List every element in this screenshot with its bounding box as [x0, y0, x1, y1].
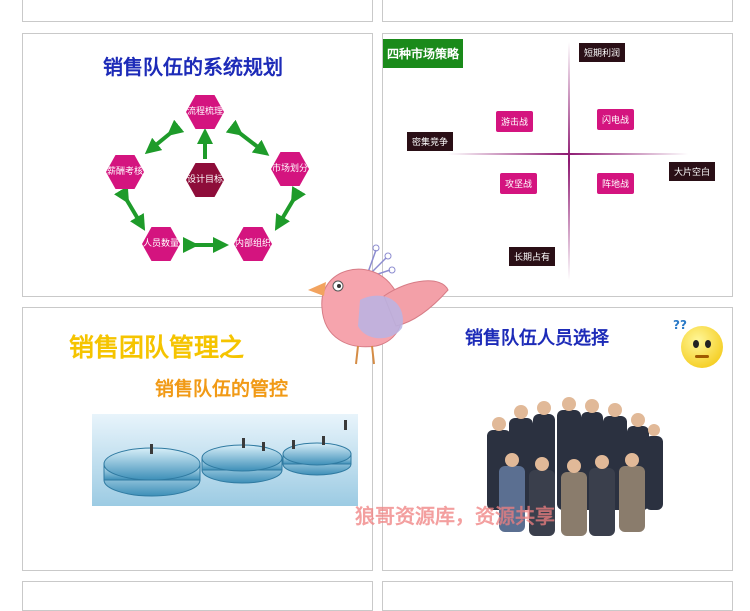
- slide-sales-team-planning[interactable]: 销售队伍的系统规划 流程梳理 市场划分 内部组织 人员数量 薪酬考核 设计目标: [22, 33, 373, 297]
- cycle-arrows: [114, 119, 306, 253]
- slide-partial-bottom-left: [22, 581, 373, 611]
- strategy-header: 四种市场策略: [383, 39, 464, 68]
- bird-mascot-logo: [308, 244, 449, 365]
- arrow-top-right: [225, 119, 270, 156]
- label-short-term-profit: 短期利润: [579, 43, 626, 62]
- horizontal-axis: [448, 153, 688, 155]
- label-intense-competition: 密集竞争: [407, 132, 454, 151]
- title-line-2: 销售队伍的管控: [155, 378, 289, 400]
- thinking-face-icon: ??: [673, 318, 723, 368]
- quadrant-position: 阵地战: [597, 173, 635, 194]
- question-marks: ??: [673, 318, 687, 332]
- slide-title: 销售队伍人员选择: [465, 328, 609, 349]
- arrow-left-bottom: [114, 186, 146, 231]
- team-circle-photo: [487, 397, 663, 536]
- label-blank-space: 大片空白: [669, 162, 716, 181]
- quadrant-siege: 攻坚战: [500, 173, 538, 194]
- slide-title: 销售队伍的系统规划: [103, 55, 283, 79]
- title-line-1: 销售团队管理之: [69, 333, 245, 362]
- arrow-right-bottom: [274, 186, 306, 231]
- strategy-axes: [448, 42, 688, 280]
- quadrant-blitz: 闪电战: [597, 109, 635, 130]
- slide-sales-team-management[interactable]: 销售团队管理之 销售队伍的管控: [22, 307, 373, 571]
- slide-market-strategy[interactable]: 四种市场策略 短期利润 密集竞争 大片空白 长期占有 游击战 闪电战 攻坚战 阵…: [382, 33, 733, 297]
- label-long-term-hold: 长期占有: [509, 247, 556, 266]
- gears-image: [92, 414, 358, 506]
- slide-sales-team-selection[interactable]: 销售队伍人员选择 ??: [382, 307, 733, 571]
- watermark-text: 狼哥资源库，资源共享: [355, 504, 555, 528]
- slide-partial-top-right: [382, 0, 733, 22]
- vertical-axis: [568, 42, 570, 280]
- slide-partial-top-left: [22, 0, 373, 22]
- node-market: 市场划分: [271, 152, 309, 186]
- arrow-top-left: [144, 119, 185, 155]
- slide-partial-bottom-right: [382, 581, 733, 611]
- quadrant-guerrilla: 游击战: [496, 111, 534, 132]
